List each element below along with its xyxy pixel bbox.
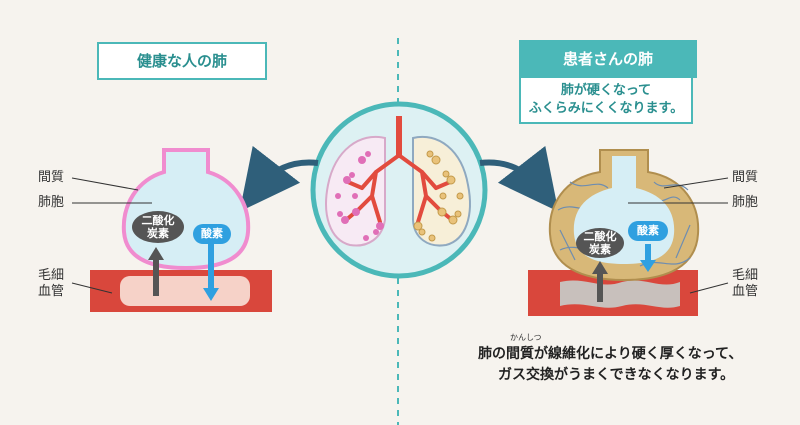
label-capillary-left: 毛細 血管 (38, 268, 64, 300)
patient-lung-title: 患者さんの肺 (519, 40, 697, 78)
label-interstitium-left: 間質 (38, 170, 65, 185)
arrow-to-healthy (239, 145, 319, 212)
label-capillary-right: 毛細 血管 (732, 268, 758, 300)
healthy-lung-title: 健康な人の肺 (97, 42, 267, 80)
capillary-line1: 毛細 (38, 268, 65, 283)
co2-badge-left: 二酸化 炭素 (132, 211, 184, 243)
co2-line2: 炭素 (589, 243, 611, 256)
capillary-line2: 血管 (38, 284, 65, 299)
capillary-line1: 毛細 (732, 268, 759, 283)
oxygen-badge-right: 酸素 (628, 221, 668, 241)
label-alveolus-left: 肺胞 (38, 195, 65, 210)
subtitle-line-1: 肺が硬くなって (560, 83, 652, 98)
caption-line-2: ガス交換がうまくできなくなります。 (498, 367, 735, 383)
center-lungs-circle (310, 101, 488, 279)
arrow-to-patient (479, 145, 559, 212)
capillary-line2: 血管 (732, 284, 759, 299)
patient-lung-subtitle: 肺が硬くなって ふくらみにくくなります。 (519, 76, 693, 124)
subtitle-line-2: ふくらみにくくなります。 (528, 101, 684, 116)
caption-line-1: 肺の間質が線維化により硬く厚くなって、 (478, 346, 743, 362)
co2-line2: 炭素 (147, 227, 169, 240)
label-alveolus-right: 肺胞 (732, 195, 759, 210)
co2-line1: 二酸化 (141, 214, 175, 227)
label-interstitium-right: 間質 (732, 170, 759, 185)
caption-ruby: かんしつ (510, 333, 542, 342)
oxygen-badge-left: 酸素 (193, 224, 231, 244)
co2-line1: 二酸化 (583, 230, 617, 243)
co2-badge-right: 二酸化 炭素 (576, 228, 624, 258)
